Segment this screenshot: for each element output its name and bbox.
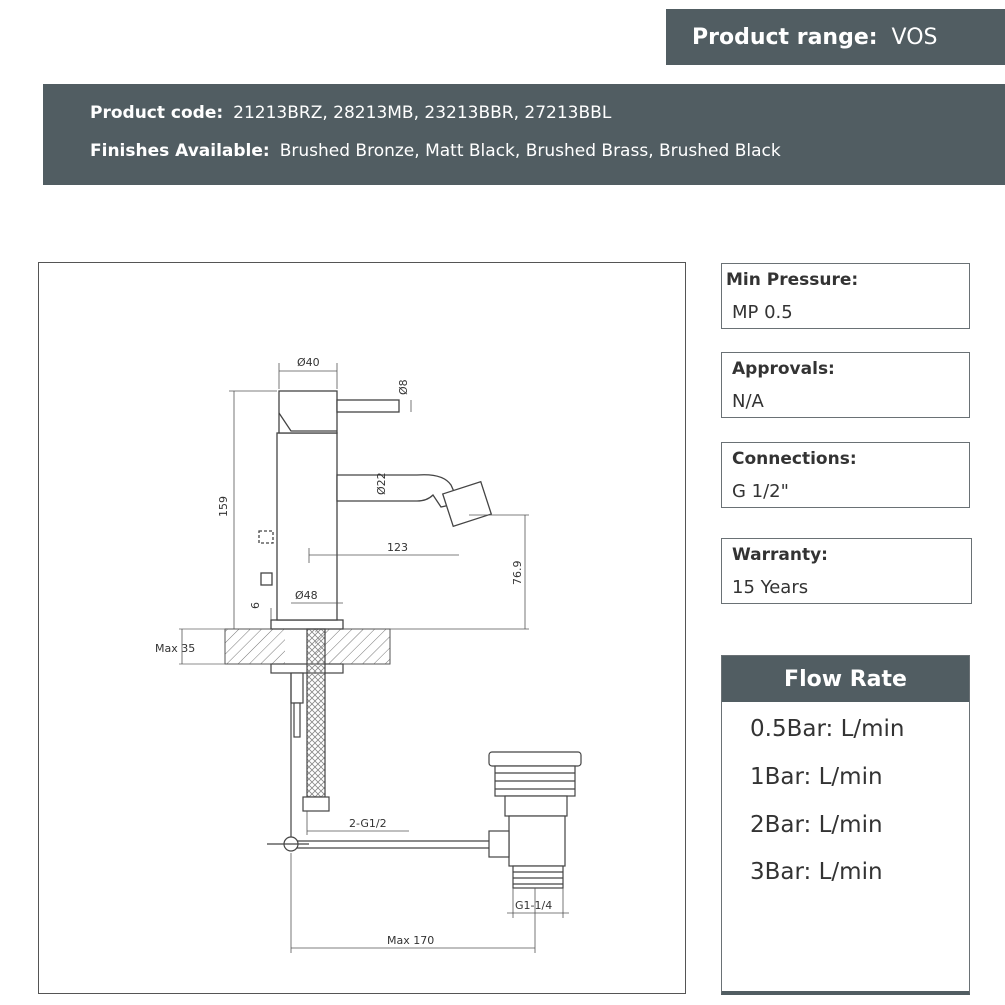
flow-rate-title: Flow Rate [722, 656, 969, 702]
spec-warranty: Warranty: 15 Years [721, 538, 972, 604]
dim-l123: 123 [387, 541, 408, 554]
dim-h769: 76.9 [511, 561, 524, 586]
flow-rate-item: 0.5Bar: L/min [750, 716, 905, 742]
dim-g114: G1-1/4 [515, 899, 552, 912]
spec-approvals: Approvals: N/A [721, 352, 970, 418]
dimension-lines [181, 363, 569, 953]
spec-approvals-title: Approvals: [732, 359, 835, 379]
dim-h159: 159 [217, 496, 230, 517]
under-counter-fixings [267, 628, 494, 852]
product-code-row: Product code: 21213BRZ, 28213MB, 23213BB… [90, 94, 1005, 132]
product-range-value: VOS [891, 24, 938, 50]
spec-min-pressure-value: MP 0.5 [732, 302, 793, 323]
dim-d22: Ø22 [375, 472, 388, 495]
dim-d8: Ø8 [397, 379, 410, 395]
dim-g12: 2-G1/2 [349, 817, 387, 830]
spec-min-pressure: Min Pressure: MP 0.5 [721, 263, 970, 329]
spec-connections-title: Connections: [732, 449, 857, 469]
flow-rate-item: 1Bar: L/min [750, 764, 883, 790]
technical-drawing: Ø40 Ø8 Ø22 159 123 76.9 6 Ø48 Max 35 2-G… [38, 262, 686, 994]
product-range-bar: Product range: VOS [666, 9, 1005, 65]
flow-rate-item: 2Bar: L/min [750, 812, 883, 838]
dim-d48: Ø48 [295, 589, 318, 602]
flow-rate-item: 3Bar: L/min [750, 859, 883, 885]
dim-max170: Max 170 [387, 934, 434, 947]
spec-warranty-title: Warranty: [732, 545, 828, 565]
spec-connections: Connections: G 1/2" [721, 442, 970, 508]
dim-d40: Ø40 [297, 356, 320, 369]
product-info-bar: Product code: 21213BRZ, 28213MB, 23213BB… [43, 84, 1005, 185]
pop-up-waste [488, 751, 582, 889]
finishes-label: Finishes Available: [90, 141, 270, 161]
drawing-svg: Ø40 Ø8 Ø22 159 123 76.9 6 Ø48 Max 35 2-G… [155, 356, 582, 953]
tap-body [258, 390, 493, 630]
dim-max35: Max 35 [155, 642, 195, 655]
spec-min-pressure-title: Min Pressure: [726, 270, 859, 290]
spec-connections-value: G 1/2" [732, 481, 789, 502]
spec-warranty-value: 15 Years [732, 577, 809, 598]
flow-rate-panel: Flow Rate 0.5Bar: L/min 1Bar: L/min 2Bar… [721, 655, 970, 995]
dim-t6: 6 [249, 602, 262, 609]
finishes-row: Finishes Available: Brushed Bronze, Matt… [90, 132, 1005, 170]
product-code-label: Product code: [90, 103, 224, 123]
product-code-value: 21213BRZ, 28213MB, 23213BBR, 27213BBL [233, 103, 612, 123]
finishes-value: Brushed Bronze, Matt Black, Brushed Bras… [279, 141, 781, 161]
product-range-label: Product range: [692, 24, 878, 50]
spec-approvals-value: N/A [732, 391, 764, 412]
